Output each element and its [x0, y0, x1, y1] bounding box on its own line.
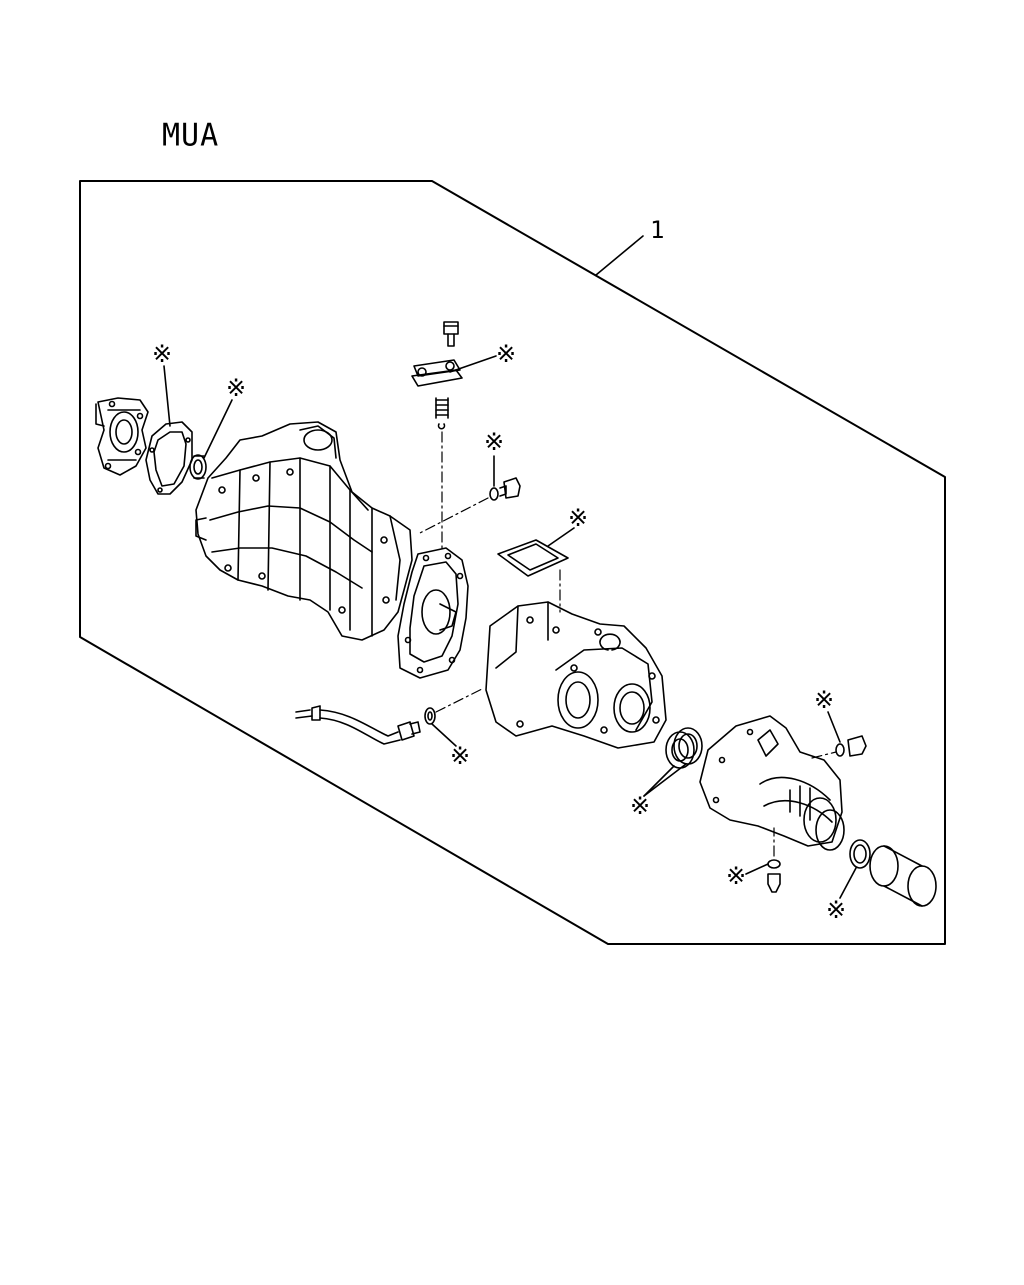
replace-marker-drain-lower: ※ [726, 862, 769, 890]
replace-marker-text: ※ [496, 340, 516, 368]
intermediate-case [485, 601, 667, 749]
filler-plug-centerline [811, 751, 837, 759]
replace-marker-text: ※ [152, 340, 172, 368]
drain-plug-washer-lower [767, 859, 781, 893]
assembly-ref-number: 1 [650, 216, 664, 244]
replace-marker-top-gasket: ※ [547, 504, 588, 547]
replace-marker-text: ※ [450, 742, 470, 770]
replace-marker-cable-washer: ※ [431, 723, 470, 770]
transfer-front-housing [699, 715, 845, 851]
dust-cover-sleeve [869, 845, 937, 907]
speedometer-centerline [435, 687, 485, 713]
replace-marker-text: ※ [726, 862, 746, 890]
assembly-boundary [79, 180, 946, 945]
replace-marker-text: ※ [226, 374, 246, 402]
main-transmission-case [195, 421, 413, 641]
model-code-label: MUA [162, 117, 220, 154]
shift-plate-gasket [411, 359, 463, 387]
shift-bolt [443, 321, 459, 347]
replace-marker-text: ※ [814, 686, 834, 714]
front-seal-pair [665, 727, 703, 769]
front-output-seal [849, 839, 871, 869]
replace-marker-text: ※ [826, 896, 846, 924]
drain-plug-centerline [417, 497, 489, 535]
speedometer-cable-washer [424, 707, 436, 725]
speedometer-cable [295, 705, 421, 745]
filler-plug-washer [835, 735, 867, 757]
replace-marker-drain-plug: ※ [484, 428, 504, 487]
replace-marker-shift-plate: ※ [449, 340, 516, 373]
replace-marker-filler-plug: ※ [814, 686, 841, 743]
replace-marker-output-seal: ※ [826, 867, 857, 924]
replace-marker-seal-pair: ※ [630, 763, 687, 820]
replace-marker-text: ※ [484, 428, 504, 456]
drain-plug-washer [489, 477, 521, 501]
rear-oil-seal [189, 454, 207, 480]
rear-cover-gasket [145, 421, 193, 495]
replace-marker-oil-seal: ※ [203, 374, 246, 459]
replace-marker-gasket: ※ [152, 340, 172, 427]
detent-spring [435, 397, 449, 430]
rear-extension-housing [95, 397, 149, 476]
adapter-plate [397, 547, 469, 679]
top-cover-gasket [497, 539, 569, 577]
replace-marker-text: ※ [568, 504, 588, 532]
replace-marker-text: ※ [630, 792, 650, 820]
assembly-ref-leader [595, 235, 644, 276]
